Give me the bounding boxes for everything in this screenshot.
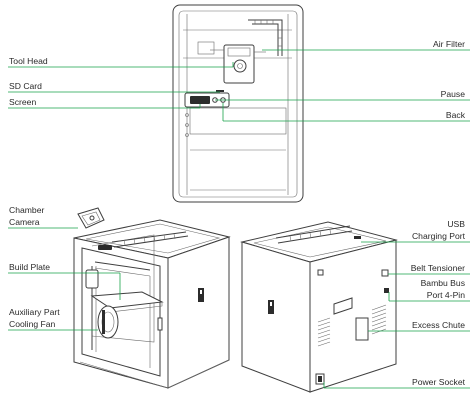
label-sd-card: SD Card bbox=[9, 81, 42, 91]
belt-tensioner bbox=[381, 269, 389, 277]
label-tool-head: Tool Head bbox=[9, 56, 48, 66]
label-usb-1: USB bbox=[447, 219, 465, 229]
label-belt-tensioner: Belt Tensioner bbox=[411, 263, 465, 273]
front-cable-chain bbox=[111, 231, 189, 248]
label-power-socket: Power Socket bbox=[412, 377, 466, 387]
front-screen bbox=[98, 245, 112, 250]
screen-display bbox=[190, 96, 210, 104]
label-back: Back bbox=[446, 110, 466, 120]
label-pause: Pause bbox=[441, 89, 466, 99]
label-usb-2: Charging Port bbox=[412, 231, 466, 241]
vent-grille bbox=[317, 304, 387, 347]
auxiliary-fan bbox=[97, 305, 119, 339]
label-aux-fan-2: Cooling Fan bbox=[9, 319, 56, 329]
callout-lines bbox=[8, 49, 470, 389]
cable-chain bbox=[248, 19, 283, 56]
tool-head bbox=[197, 41, 266, 84]
label-chamber-camera-2: Camera bbox=[9, 217, 40, 227]
label-build-plate: Build Plate bbox=[9, 262, 50, 272]
usb-port bbox=[354, 236, 361, 239]
excess-chute bbox=[355, 317, 369, 341]
side-brand-logo bbox=[268, 300, 274, 314]
label-air-filter: Air Filter bbox=[433, 39, 465, 49]
bambu-bus-port bbox=[384, 288, 389, 293]
top-view-printer bbox=[172, 4, 304, 203]
front-brand-logo bbox=[198, 288, 204, 302]
chamber-camera-inset bbox=[77, 207, 105, 229]
label-bambu-bus-2: Port 4-Pin bbox=[427, 290, 465, 300]
front-printer bbox=[73, 219, 231, 389]
control-panel bbox=[184, 90, 230, 108]
label-screen: Screen bbox=[9, 97, 36, 107]
label-bambu-bus-1: Bambu Bus bbox=[421, 278, 465, 288]
back-printer bbox=[240, 221, 398, 393]
label-aux-fan-1: Auxiliary Part bbox=[9, 307, 60, 317]
label-excess-chute: Excess Chute bbox=[412, 320, 465, 330]
callout-labels: Tool Head SD Card Screen Air Filter Paus… bbox=[9, 39, 466, 387]
sd-card-slot bbox=[216, 90, 224, 92]
label-chamber-camera-1: Chamber bbox=[9, 205, 44, 215]
